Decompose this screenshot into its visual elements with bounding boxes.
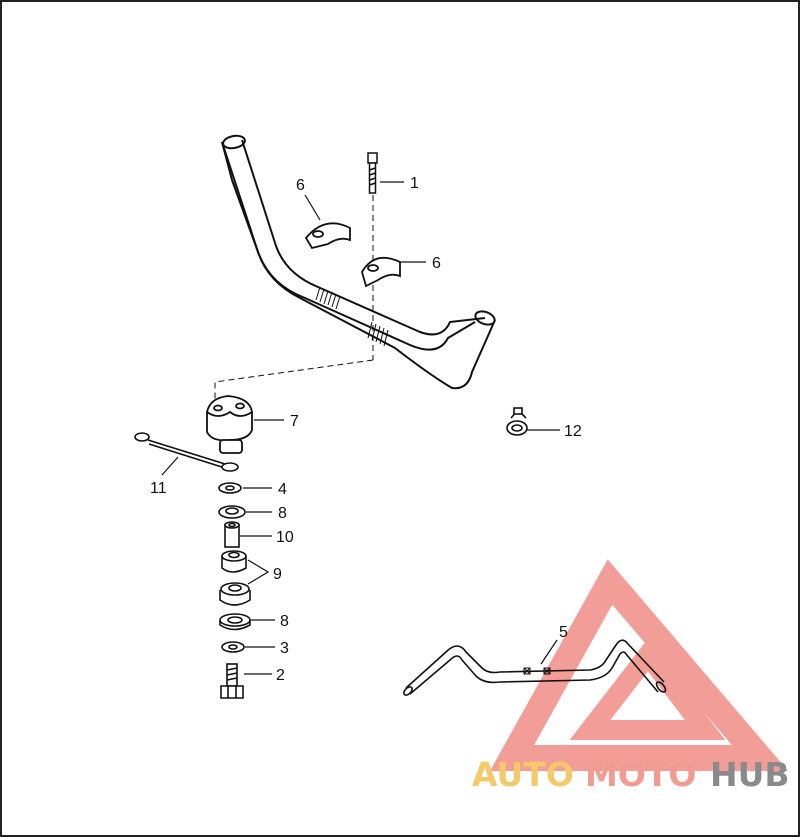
callout-8-upper: 8 — [278, 505, 287, 522]
callout-6-lower: 6 — [432, 255, 441, 272]
watermark-text-auto: AUTO — [472, 755, 574, 794]
part-9-bushing-lower — [219, 582, 251, 606]
callout-1: 1 — [410, 175, 419, 192]
watermark-logo — [489, 559, 789, 771]
handlebar-main — [221, 134, 496, 390]
part-12-clip — [506, 407, 528, 436]
watermark-text-moto: MOTO — [585, 755, 696, 794]
callout-11: 11 — [150, 480, 167, 497]
watermark-text: AUTO MOTO HUB — [472, 755, 790, 794]
watermark-text-hub: HUB — [710, 755, 790, 794]
callout-7: 7 — [290, 413, 299, 430]
callout-4: 4 — [278, 481, 287, 498]
callout-2: 2 — [276, 667, 285, 684]
callout-3: 3 — [280, 640, 289, 657]
part-11-ground-strap — [134, 432, 239, 472]
part-4-washer — [218, 482, 242, 494]
callout-5: 5 — [559, 624, 568, 641]
part-9-bushing-upper — [221, 550, 247, 573]
watermark-triangle-inner — [569, 638, 726, 740]
part-6-upper-clamp-a — [304, 222, 351, 250]
callout-12: 12 — [564, 423, 582, 440]
leader-lines — [161, 181, 560, 675]
handlebar-knurl-left — [315, 286, 341, 310]
part-5-knurl — [523, 667, 551, 675]
callout-8-lower: 8 — [280, 613, 289, 630]
assembly-dashed-lines — [214, 195, 374, 400]
part-8-lower-cup — [219, 613, 251, 631]
part-2-bolt — [220, 663, 244, 699]
part-5-handlebar — [403, 639, 667, 696]
callout-9: 9 — [273, 566, 282, 583]
part-7-riser — [205, 395, 253, 454]
part-8-upper-cup — [218, 505, 246, 519]
part-6-upper-clamp-b — [361, 256, 401, 288]
callout-10: 10 — [276, 529, 294, 546]
part-10-sleeve — [224, 521, 240, 548]
part-1-bolt — [367, 152, 378, 194]
callout-6-upper: 6 — [296, 177, 305, 194]
part-3-washer — [221, 641, 245, 653]
